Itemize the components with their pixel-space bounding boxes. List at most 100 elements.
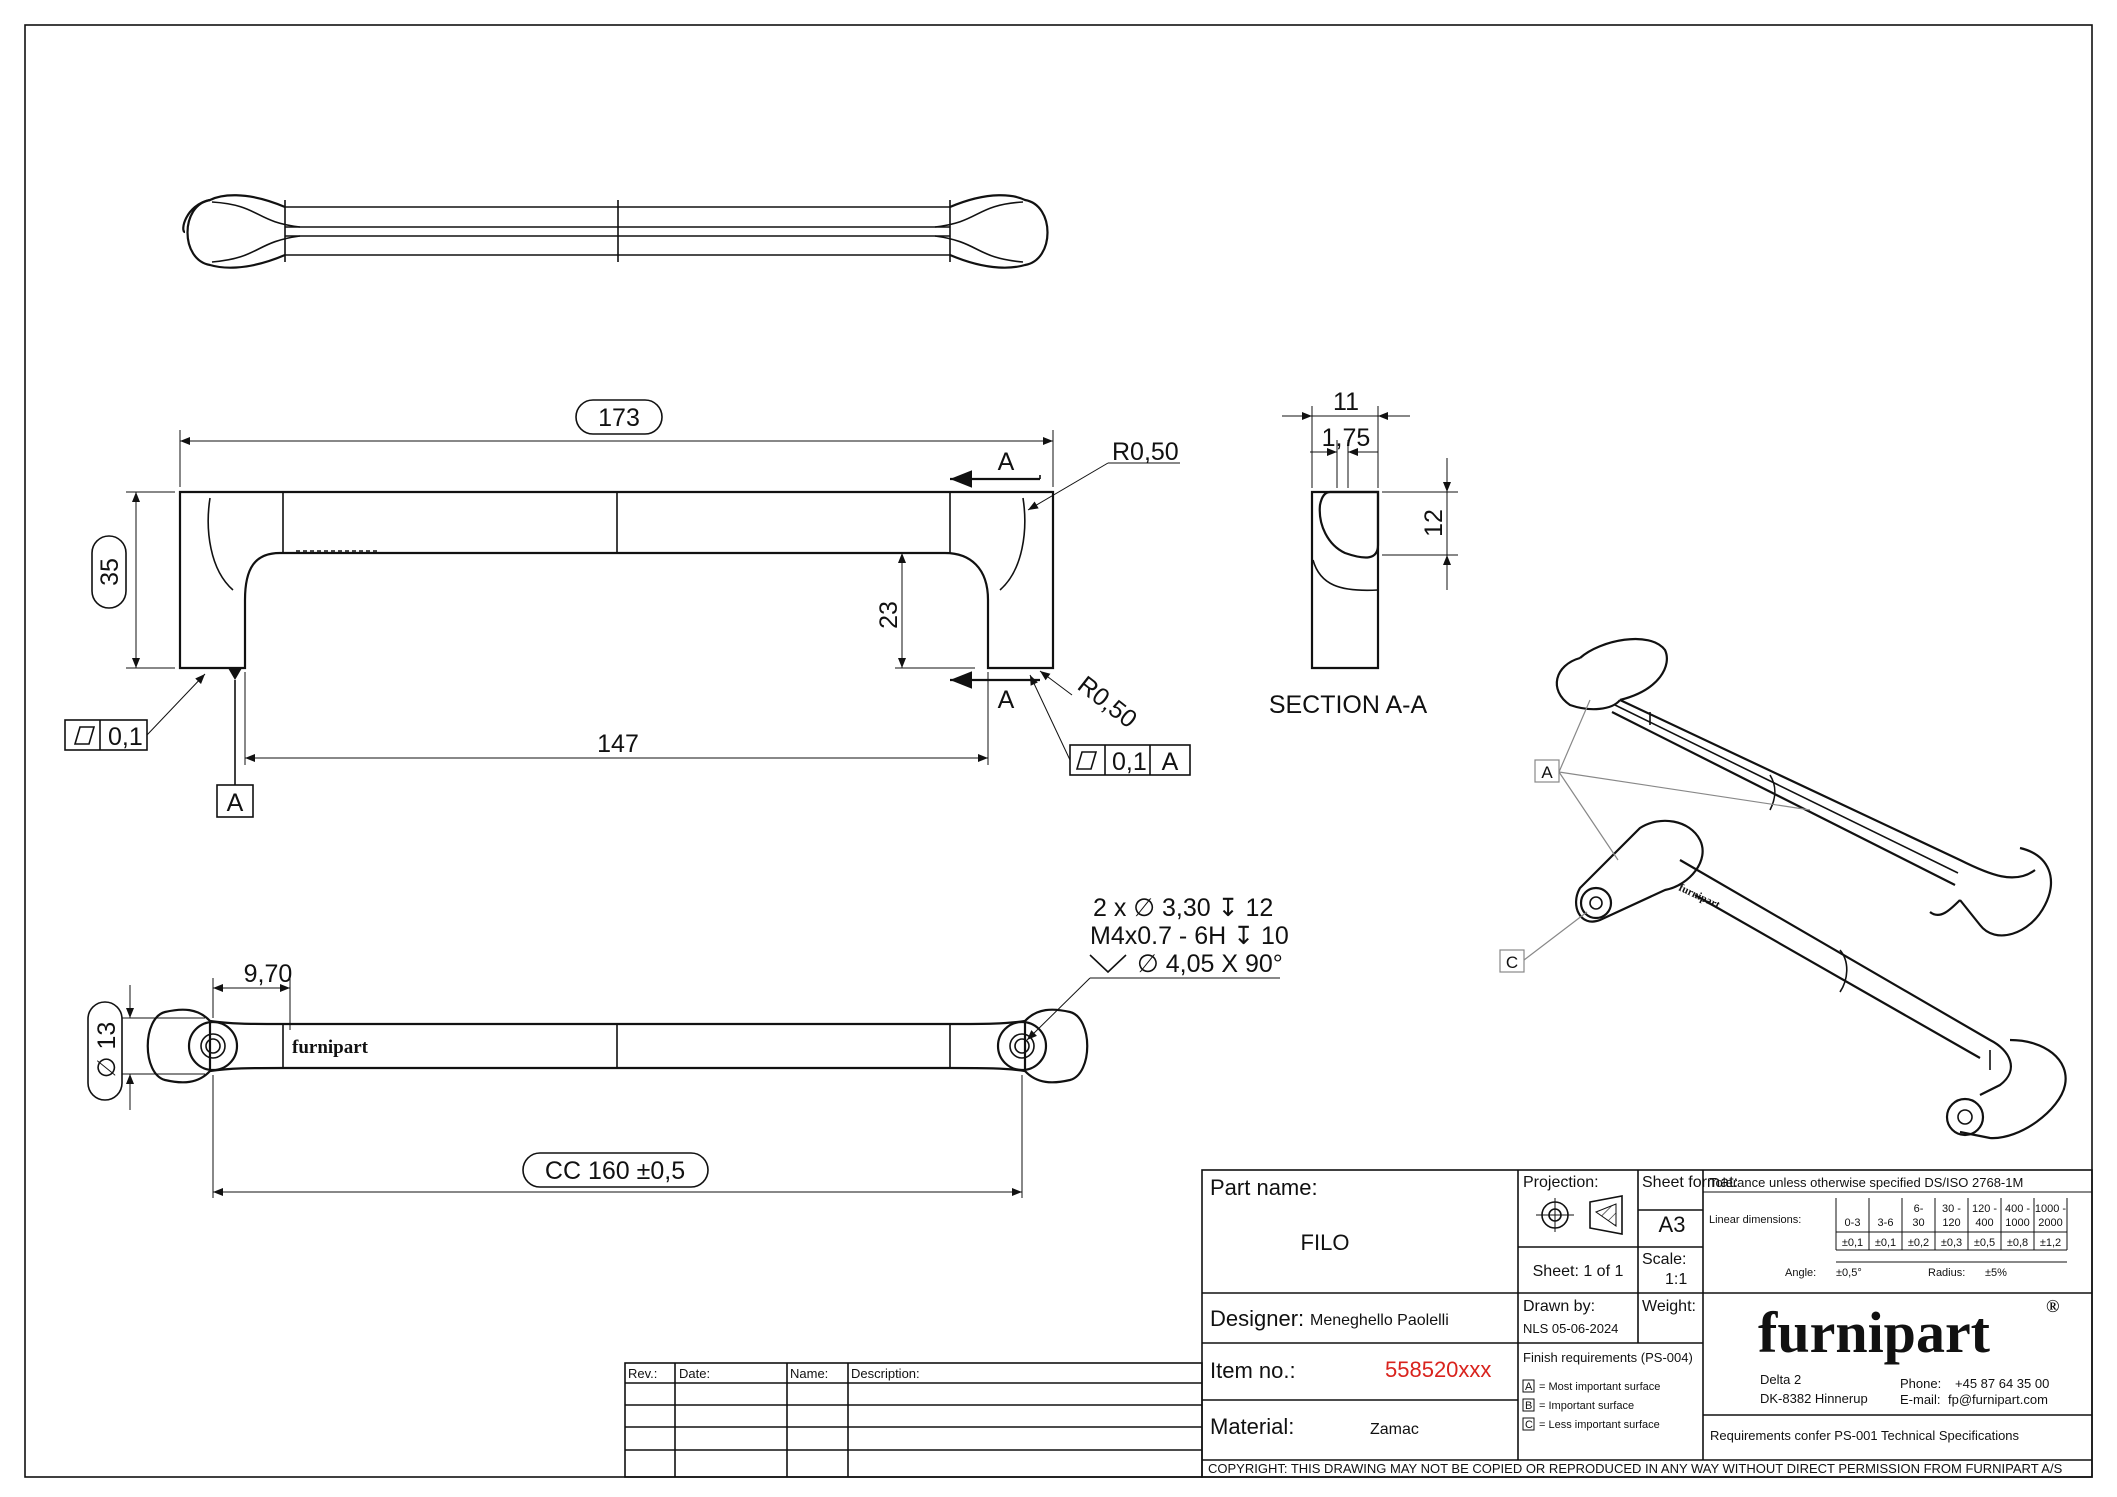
requirements-note: Requirements confer PS-001 Technical Spe… [1710, 1428, 2020, 1443]
svg-text:®: ® [2046, 1296, 2059, 1316]
svg-text:furnipart: furnipart [1677, 882, 1722, 912]
flatness-value: 0,1 [108, 723, 143, 751]
radius-label: Radius: [1928, 1267, 1965, 1279]
front-view: 173 35 23 147 A A R0,50 R0,50 0,1 [64, 399, 1191, 818]
scale-label: Scale: [1642, 1251, 1686, 1268]
address-line2: DK-8382 Hinnerup [1760, 1391, 1868, 1406]
material-value: Zamac [1370, 1421, 1419, 1438]
part-name-value: FILO [1301, 1230, 1350, 1255]
tol-range: 0-3 [1845, 1217, 1861, 1229]
finish-title: Finish requirements (PS-004) [1523, 1350, 1693, 1365]
part-name-label: Part name: [1210, 1175, 1318, 1200]
address-line1: Delta 2 [1760, 1372, 1801, 1387]
tol-value: ±0,3 [1941, 1237, 1962, 1249]
dim-length-173: 173 [598, 404, 640, 432]
hole-callout-line3: ∅ 4,05 X 90° [1137, 950, 1283, 978]
dim-height-35: 35 [96, 558, 124, 586]
tol-range-top: 1000 - [2035, 1203, 2067, 1215]
tolerance-grid: 0-3 ±0,1 3-6 ±0,1 6- 30 ±0,2 30 - 120 ±0,3 120 - 40… [1835, 1198, 2068, 1263]
linear-dimensions-label: Linear dimensions: [1709, 1214, 1801, 1226]
rev-header-date: Date: [679, 1366, 710, 1381]
svg-text:C: C [1525, 1419, 1533, 1431]
tol-range-top: 30 - [1942, 1203, 1961, 1215]
section-view: 11 1,75 12 SECTION A-A [1269, 388, 1458, 719]
email-value: fp@furnipart.com [1948, 1392, 2048, 1407]
phone-value: +45 87 64 35 00 [1955, 1376, 2049, 1391]
tol-range-top: 6- [1914, 1203, 1924, 1215]
dim-diameter-13: ∅ 13 [93, 1022, 121, 1079]
item-no-label: Item no.: [1210, 1358, 1296, 1383]
material-label: Material: [1210, 1414, 1294, 1439]
sheet-format-value: A3 [1659, 1212, 1686, 1237]
iso-label-c: C [1506, 953, 1518, 972]
drawn-by-label: Drawn by: [1523, 1298, 1595, 1315]
tol-value: ±0,1 [1842, 1237, 1863, 1249]
scale-value: 1:1 [1665, 1271, 1687, 1288]
section-dim-height: 12 [1420, 509, 1448, 537]
rev-header-description: Description: [851, 1366, 920, 1381]
top-view [182, 194, 1049, 269]
title-block: Part name: FILO Designer: Meneghello Pao… [1201, 1169, 2093, 1478]
dim-cc-160: CC 160 ±0,5 [545, 1157, 685, 1185]
hole-callout-line2: M4x0.7 - 6H ↧ 10 [1090, 922, 1289, 950]
tol-range: 30 [1912, 1217, 1924, 1229]
engraving-logo: furnipart [292, 1037, 369, 1058]
tol-value: ±0,5 [1974, 1237, 1995, 1249]
sheet-count: Sheet: 1 of 1 [1533, 1263, 1624, 1280]
rev-header-name: Name: [790, 1366, 828, 1381]
bottom-view: furnipart 9,70 ∅ 13 CC 160 ±0,5 2 x ∅ 3,… [87, 894, 1289, 1198]
projection-symbol-icon [1536, 1195, 1623, 1235]
tol-range: 400 [1975, 1217, 1993, 1229]
tolerance-title: Tolerance unless otherwise specified DS/… [1709, 1175, 2023, 1190]
tol-range: 1000 [2005, 1217, 2029, 1229]
copyright-notice: COPYRIGHT: THIS DRAWING MAY NOT BE COPIE… [1208, 1461, 2063, 1476]
drawn-by-value: NLS 05-06-2024 [1523, 1321, 1618, 1336]
dim-inner-length-147: 147 [597, 730, 639, 758]
tol-value: ±0,2 [1908, 1237, 1929, 1249]
email-label: E-mail: [1900, 1392, 1940, 1407]
tol-range-top: 120 - [1972, 1203, 1997, 1215]
svg-text:A: A [1525, 1381, 1533, 1393]
tol-value: ±0,1 [1875, 1237, 1896, 1249]
item-no-value: 558520xxx [1385, 1357, 1491, 1382]
tol-range: 2000 [2038, 1217, 2062, 1229]
section-mark-top: A [998, 448, 1015, 476]
tol-value: ±0,8 [2007, 1237, 2028, 1249]
weight-label: Weight: [1642, 1298, 1696, 1315]
radius-bottom-label: R0,50 [1072, 671, 1142, 734]
section-dim-width: 11 [1333, 388, 1359, 416]
section-mark-bottom: A [998, 686, 1015, 714]
sheet-format-label: Sheet format: [1642, 1174, 1738, 1191]
designer-label: Designer: [1210, 1306, 1304, 1331]
dim-offset-970: 9,70 [244, 960, 293, 988]
tol-range: 3-6 [1878, 1217, 1894, 1229]
revision-table: Rev.: Date: Name: Description: [624, 1362, 1203, 1478]
projection-label: Projection: [1523, 1174, 1599, 1191]
parallel-value: 0,1 [1112, 748, 1147, 776]
datum-a-label: A [227, 789, 244, 817]
isometric-view: furnipart A C [1499, 637, 2067, 1140]
svg-text:B: B [1525, 1400, 1532, 1412]
angle-value: ±0,5° [1836, 1267, 1862, 1279]
finish-c: = Less important surface [1539, 1419, 1660, 1431]
finish-b: = Important surface [1539, 1400, 1634, 1412]
hole-callout-line1: 2 x ∅ 3,30 ↧ 12 [1093, 894, 1273, 922]
phone-label: Phone: [1900, 1376, 1941, 1391]
dim-inner-height-23: 23 [875, 601, 903, 629]
designer-value: Meneghello Paolelli [1310, 1312, 1449, 1329]
company-logo: furnipart [1758, 1300, 1991, 1365]
radius-top-label: R0,50 [1112, 438, 1179, 466]
sheet-border [24, 24, 2093, 1478]
tol-range-top: 400 - [2005, 1203, 2030, 1215]
finish-a: = Most important surface [1539, 1381, 1660, 1393]
rev-header-rev: Rev.: [628, 1366, 657, 1381]
angle-label: Angle: [1785, 1267, 1816, 1279]
parallel-datum: A [1162, 748, 1179, 776]
section-title: SECTION A-A [1269, 691, 1428, 719]
tol-value: ±1,2 [2040, 1237, 2061, 1249]
tol-range: 120 [1942, 1217, 1960, 1229]
section-dim-offset: 1,75 [1322, 424, 1371, 452]
radius-value: ±5% [1985, 1267, 2007, 1279]
iso-label-a: A [1541, 763, 1553, 782]
